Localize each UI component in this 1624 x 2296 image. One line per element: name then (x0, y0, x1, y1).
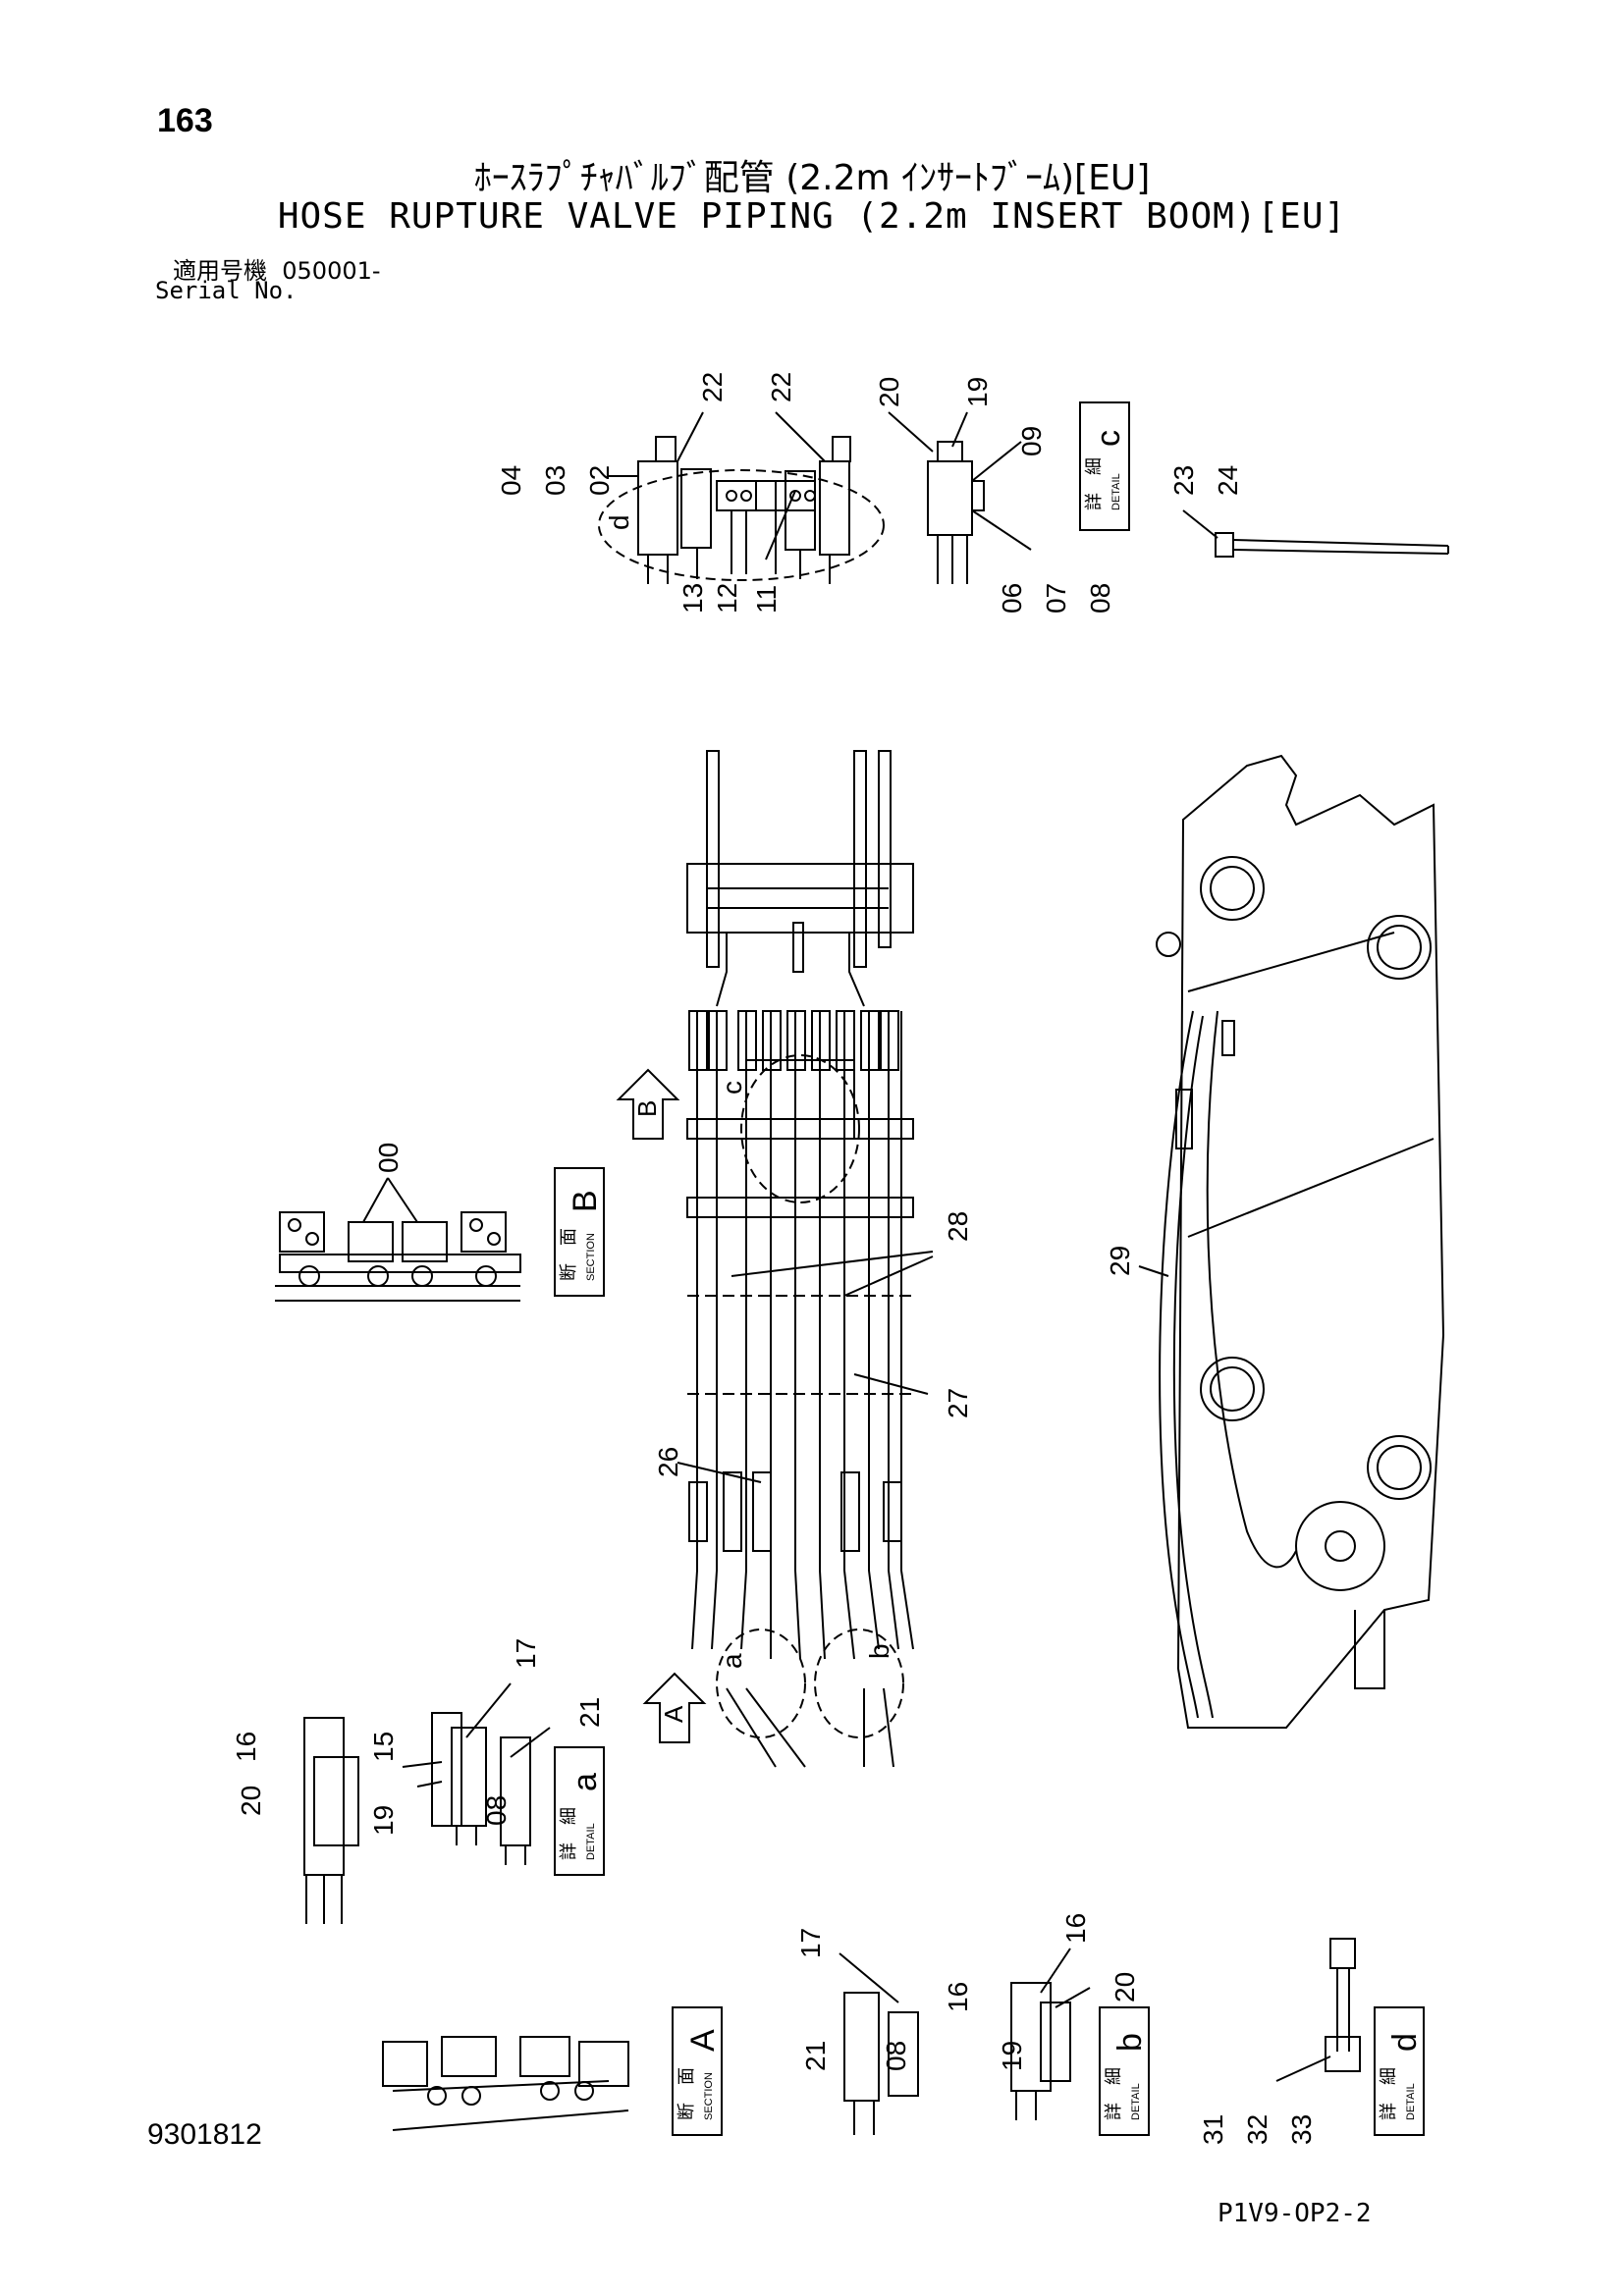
box-a-en: DETAIL (585, 1823, 597, 1860)
callout-20-a: 20 (236, 1786, 266, 1816)
callout-09: 09 (1016, 426, 1047, 456)
box-b-jp: 断 面 (559, 1228, 578, 1281)
title-english: HOSE RUPTURE VALVE PIPING (2.2m INSERT B… (277, 196, 1347, 237)
callout-07: 07 (1041, 583, 1071, 614)
view-marker-b: B (632, 1100, 662, 1117)
view-arrows (616, 1068, 707, 1743)
callout-26: 26 (653, 1447, 683, 1477)
callout-33: 33 (1286, 2114, 1317, 2145)
callout-29: 29 (1105, 1246, 1135, 1276)
callout-17-a: 17 (511, 1638, 541, 1669)
serial-label-english: Serial No. (155, 277, 298, 304)
serial-label-jp: 適用号機 (173, 257, 267, 285)
callout-19-a: 19 (368, 1805, 399, 1836)
callout-08-b: 08 (881, 2041, 911, 2071)
callout-31: 31 (1198, 2114, 1228, 2145)
callout-03: 03 (540, 465, 570, 496)
box-bb-jp: 詳 細 (1104, 2067, 1123, 2120)
callout-22b: 22 (766, 372, 796, 402)
page-number: 163 (157, 102, 213, 139)
box-A-jp: 断 面 (677, 2067, 696, 2120)
box-A-letter: A (684, 2029, 722, 2052)
top-valve-assembly (598, 411, 1449, 584)
serial-value: 050001- (282, 257, 381, 285)
callout-22a: 22 (697, 372, 728, 402)
detail-a-view (303, 1682, 551, 1924)
callout-08: 08 (1085, 583, 1115, 614)
callout-06: 06 (997, 583, 1027, 614)
boom-side-view (1138, 754, 1445, 1729)
box-d-en: DETAIL (1405, 2083, 1417, 2120)
callout-02: 02 (584, 465, 615, 496)
callout-19-b: 19 (997, 2041, 1027, 2071)
box-d-letter: d (1386, 2033, 1424, 2052)
callout-17-b: 17 (795, 1928, 826, 1958)
document-number: 9301812 (147, 2118, 262, 2151)
detail-d-view (1275, 1938, 1361, 2082)
section-a-view (382, 2036, 629, 2131)
callout-04: 04 (496, 465, 526, 496)
circle-letter-d: d (604, 514, 634, 530)
serial-label-japanese: 適用号機 050001- (173, 251, 381, 286)
callout-12: 12 (712, 583, 742, 614)
callout-32: 32 (1242, 2114, 1272, 2145)
boom-piping-view (362, 750, 934, 1768)
box-bb-en: DETAIL (1130, 2083, 1142, 2120)
callout-16-b1: 16 (943, 1982, 973, 2012)
box-c-jp: 詳 細 (1084, 457, 1104, 510)
callout-13: 13 (677, 583, 708, 614)
box-b-en: SECTION (585, 1233, 597, 1281)
callout-16-a: 16 (231, 1732, 261, 1762)
box-A-en: SECTION (703, 2072, 715, 2120)
callout-00: 00 (373, 1143, 404, 1173)
circle-letter-a: a (717, 1653, 747, 1669)
callout-23: 23 (1168, 465, 1199, 496)
box-a-letter: a (567, 1773, 604, 1791)
callout-27: 27 (943, 1388, 973, 1418)
box-bb-letter: b (1111, 2033, 1149, 2052)
callout-21-b: 21 (800, 2041, 831, 2071)
box-c-letter: c (1090, 430, 1127, 447)
box-d-jp: 詳 細 (1379, 2067, 1398, 2120)
box-c-en: DETAIL (1110, 473, 1122, 510)
label-box-frames (554, 401, 1425, 2136)
callout-20-b: 20 (1110, 1972, 1140, 2002)
detail-b-view (839, 1948, 1091, 2135)
callout-24: 24 (1213, 465, 1243, 496)
callout-28: 28 (943, 1211, 973, 1242)
page-reference: P1V9-OP2-2 (1218, 2199, 1372, 2228)
callout-20: 20 (874, 377, 904, 407)
callout-21-a: 21 (574, 1697, 605, 1728)
section-b-view (275, 1211, 521, 1302)
box-b-letter: B (567, 1190, 604, 1212)
callout-11: 11 (751, 585, 782, 614)
view-marker-a: A (659, 1705, 688, 1723)
callout-16-b2: 16 (1060, 1913, 1091, 1944)
circle-letter-b: b (864, 1643, 894, 1659)
callout-19: 19 (962, 377, 993, 407)
callout-08-a: 08 (481, 1795, 512, 1826)
box-a-jp: 詳 細 (559, 1807, 578, 1860)
callout-15-a: 15 (368, 1732, 399, 1762)
title-japanese: ﾎｰｽﾗﾌﾟﾁｬﾊﾞﾙﾌﾞ配管 (2.2m ｲﾝｻｰﾄﾌﾞｰﾑ)[EU] (473, 158, 1151, 198)
circle-letter-c: c (717, 1081, 747, 1095)
